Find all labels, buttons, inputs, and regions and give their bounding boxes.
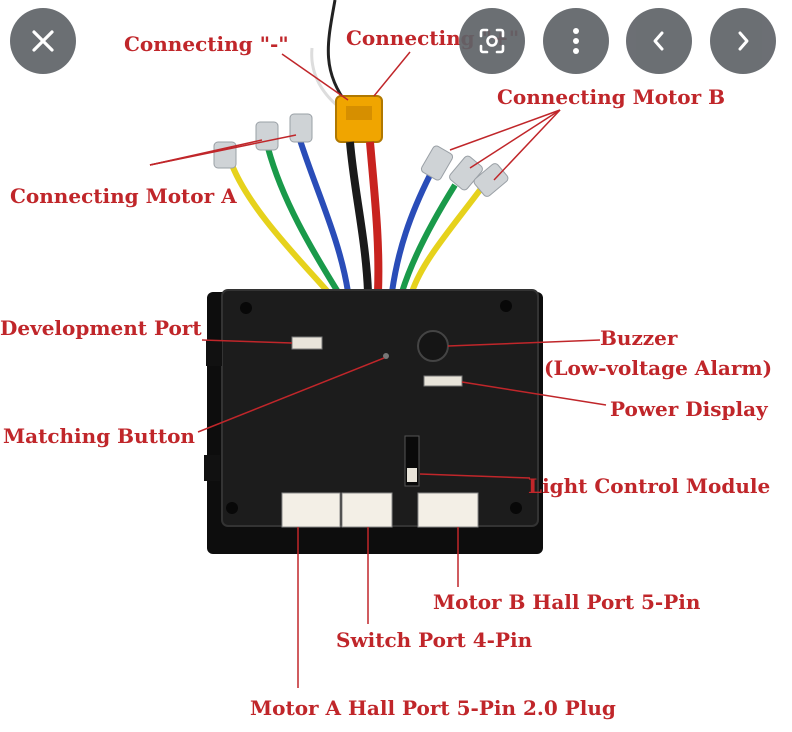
label-power-display: Power Display: [610, 397, 768, 421]
lens-icon: [479, 28, 505, 54]
controller-box: [221, 289, 539, 527]
next-image-button[interactable]: [710, 8, 776, 74]
red-wire: [366, 141, 383, 293]
label-buzzer: Buzzer: [600, 326, 678, 350]
switch-port: [341, 492, 393, 528]
previous-image-button[interactable]: [626, 8, 692, 74]
motor-a-hall-port: [281, 492, 341, 528]
label-connecting-motor-b: Connecting Motor B: [497, 85, 726, 109]
white-wire: [310, 47, 341, 110]
black-power-wire: [346, 141, 372, 293]
chevron-left-icon: [653, 31, 664, 51]
development-port: [291, 336, 323, 350]
motor-b-yellow-wire: [409, 188, 483, 293]
motor-b-blue-wire: [389, 173, 433, 293]
label-switch-port: Switch Port 4-Pin: [336, 628, 533, 652]
label-development-port: Development Port: [0, 316, 202, 340]
more-options-button[interactable]: [543, 8, 609, 74]
close-icon: [32, 30, 54, 52]
more-vertical-icon: [573, 28, 579, 54]
lens-button[interactable]: [459, 8, 525, 74]
motor-a-yellow-wire: [229, 163, 331, 294]
power-display-port: [423, 375, 463, 387]
label-motor-b-hall-port: Motor B Hall Port 5-Pin: [433, 590, 701, 614]
label-matching-button: Matching Button: [3, 424, 195, 448]
label-connecting-motor-a: Connecting Motor A: [10, 184, 237, 208]
label-motor-a-hall-port: Motor A Hall Port 5-Pin 2.0 Plug: [250, 696, 616, 720]
motor-a-blue-wire: [297, 139, 351, 293]
buzzer: [417, 330, 449, 362]
close-button[interactable]: [10, 8, 76, 74]
motor-b-hall-port: [417, 492, 479, 528]
motor-a-green-wire: [265, 147, 341, 294]
motor-b-green-wire: [399, 183, 458, 293]
label-connecting-negative: Connecting "-": [124, 32, 289, 56]
black-wire: [326, 0, 350, 106]
chevron-right-icon: [738, 31, 749, 51]
matching-button: [383, 353, 389, 359]
leader-lines: [149, 51, 607, 688]
label-light-control-module: Light Control Module: [528, 474, 771, 498]
label-low-voltage-alarm: (Low-voltage Alarm): [544, 356, 773, 380]
